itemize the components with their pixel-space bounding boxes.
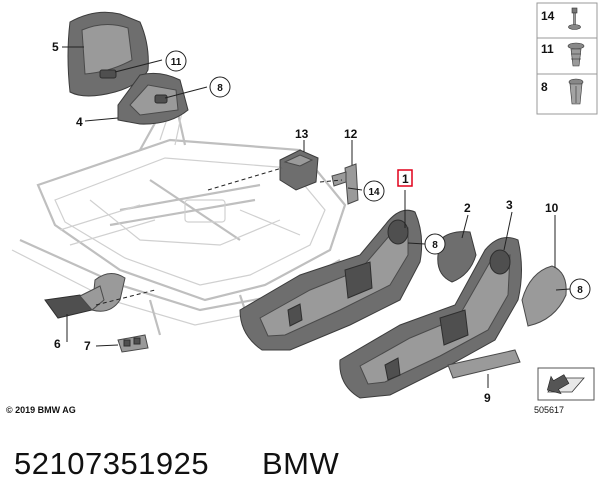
part-1-side-trim [239, 209, 423, 351]
orientation-symbol [537, 367, 595, 401]
fastener-table: 14 11 8 [536, 2, 598, 115]
fastener-label-14: 14 [541, 9, 555, 23]
part-4-lower-cover [117, 72, 189, 125]
fastener-label-11: 11 [541, 42, 554, 56]
fastener-8-clip [568, 78, 584, 105]
part-7-clip [117, 334, 149, 353]
ref-circle-8-b: 8 [432, 240, 438, 251]
part-13-switch [279, 149, 319, 191]
callout-7: 7 [84, 339, 91, 353]
ref-circle-14: 14 [368, 187, 380, 198]
fastener-11-rivet [567, 42, 585, 67]
fastener-label-8: 8 [541, 80, 548, 94]
ref-circle-11: 11 [171, 57, 182, 68]
part-6-handle [44, 273, 126, 319]
callout-9: 9 [484, 391, 491, 405]
part-2-cover [437, 231, 477, 283]
callout-12: 12 [344, 127, 358, 141]
callout-6: 6 [54, 337, 61, 351]
callout-4: 4 [76, 115, 83, 129]
ref-circle-8-a: 8 [217, 83, 223, 94]
callout-1: 1 [402, 172, 409, 186]
part-12-bracket [331, 163, 359, 205]
fastener-14-screw [568, 7, 581, 30]
callout-1-highlight: 1 [397, 169, 413, 187]
copyright-text: © 2019 BMW AG [6, 405, 76, 415]
leader-lines [62, 46, 571, 388]
arrow-icon [546, 374, 570, 395]
callout-5: 5 [52, 40, 59, 54]
part-5-upper-cover [67, 11, 149, 97]
reference-circles: 11 8 14 8 8 [165, 50, 591, 300]
callout-13: 13 [295, 127, 309, 141]
parts-diagram: 5 4 13 12 2 3 10 6 7 9 1 11 8 14 8 8 14 … [11, 2, 598, 405]
callout-2: 2 [464, 201, 471, 215]
callout-10: 10 [545, 201, 559, 215]
part-10-cover [521, 265, 567, 327]
callout-numbers: 5 4 13 12 2 3 10 6 7 9 [52, 40, 559, 405]
callout-3: 3 [506, 198, 513, 212]
part-9-strip [447, 349, 521, 379]
part-3-side-trim [339, 237, 522, 399]
part-number: 52107351925 [14, 446, 210, 481]
brand-name: BMW [262, 446, 340, 481]
diagram-id: 505617 [534, 405, 565, 415]
ref-circle-8-c: 8 [577, 285, 583, 296]
